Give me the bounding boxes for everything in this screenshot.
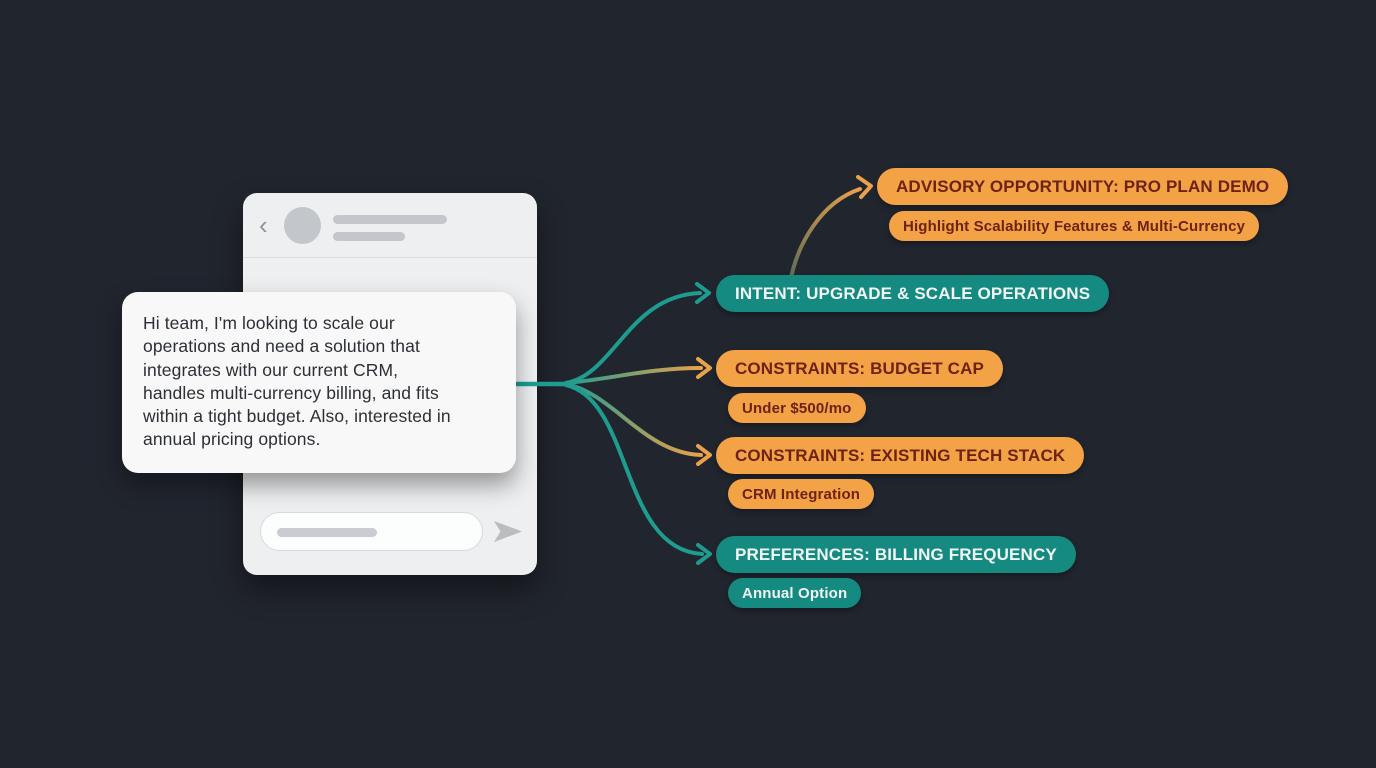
chat-message-bubble: Hi team, I'm looking to scale our operat…: [122, 292, 516, 473]
node-preferences-billing-detail: Annual Option: [728, 578, 862, 608]
avatar: [284, 207, 321, 244]
message-input[interactable]: [260, 512, 483, 551]
curve-intent: [564, 291, 702, 385]
node-constraints-budget: CONSTRAINTS: BUDGET CAP: [716, 350, 1004, 387]
node-preferences-billing: PREFERENCES: BILLING FREQUENCY: [716, 536, 1076, 573]
curve-tech: [564, 382, 703, 457]
contact-status-placeholder: [333, 232, 405, 241]
node-constraints-budget-detail: Under $500/mo: [728, 393, 866, 423]
arrowhead-intent: [695, 282, 711, 304]
back-chevron-icon[interactable]: ‹: [259, 210, 268, 240]
node-intent: INTENT: UPGRADE & SCALE OPERATIONS: [716, 275, 1110, 312]
node-constraints-tech-stack: CONSTRAINTS: EXISTING TECH STACK: [716, 437, 1085, 474]
input-placeholder: [277, 528, 377, 537]
contact-name-placeholder: [333, 215, 447, 224]
chat-message-text: Hi team, I'm looking to scale our operat…: [143, 313, 451, 450]
node-constraints-tech-stack-detail: CRM Integration: [728, 479, 875, 509]
node-advisory-opportunity: ADVISORY OPPORTUNITY: PRO PLAN DEMO: [877, 168, 1289, 205]
arrowhead-budget: [696, 357, 712, 379]
message-input-row: [243, 512, 537, 552]
curve-budget: [564, 366, 703, 385]
curve-preferences: [564, 383, 704, 556]
chat-header: ‹: [243, 193, 537, 258]
send-icon[interactable]: [492, 519, 524, 545]
arrowhead-advisory: [856, 175, 873, 199]
node-advisory-opportunity-detail: Highlight Scalability Features & Multi-C…: [889, 211, 1260, 241]
arrowhead-tech: [696, 444, 712, 466]
arrowhead-preferences: [696, 543, 712, 565]
curve-advisory: [788, 187, 862, 285]
